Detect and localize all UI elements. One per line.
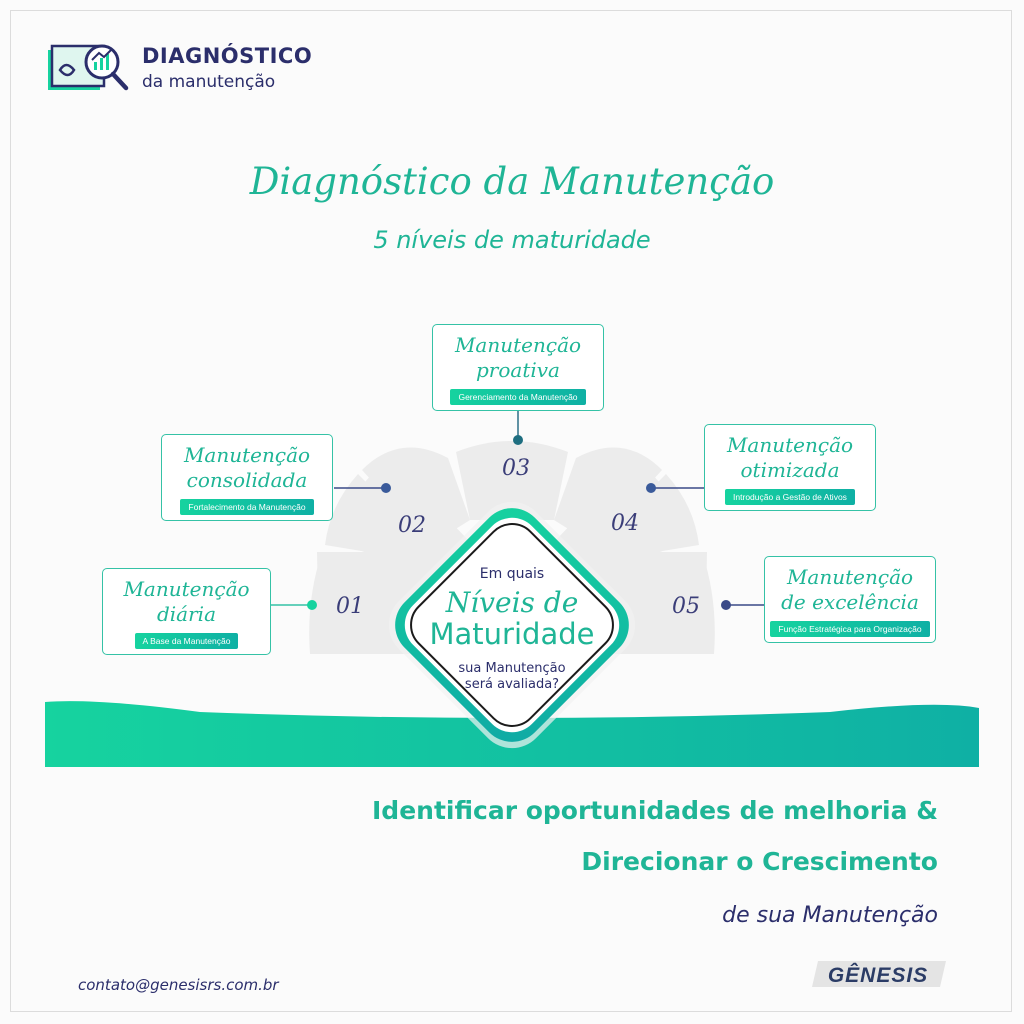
page-subtitle: 5 níveis de maturidade (373, 226, 651, 254)
page-title: Diagnóstico da Manutenção (249, 160, 775, 203)
diagnosis-logo-icon (48, 44, 129, 91)
level-tag-02: Fortalecimento da Manutenção (180, 499, 314, 515)
bottom-subline: de sua Manutenção (722, 903, 938, 928)
connector-dot-04 (646, 483, 656, 493)
logo-title: DIAGNÓSTICO (142, 44, 313, 68)
center-foot-line1: sua Manutenção (458, 661, 566, 676)
segment-number-04: 04 (611, 511, 639, 536)
segment-number-05: 05 (672, 594, 700, 619)
segment-number-03: 03 (502, 456, 530, 481)
center-foot-line2: será avaliada? (464, 677, 560, 692)
connector-dot-03 (513, 435, 523, 445)
contact-email: contato@genesisrs.com.br (78, 976, 279, 994)
connector-dot-05 (721, 600, 731, 610)
center-title-line1: Níveis de (445, 586, 579, 619)
center-title-line2: Maturidade (429, 617, 595, 651)
center-intro: Em quais (479, 566, 545, 582)
center-diamond (388, 501, 636, 749)
bottom-headline-1: Identificar oportunidades de melhoria & (372, 796, 938, 825)
connector-dot-02 (381, 483, 391, 493)
level-tag-03: Gerenciamento da Manutenção (450, 389, 586, 405)
connector-dot-01 (307, 600, 317, 610)
segment-03 (456, 441, 568, 520)
genesis-brand-logo: GÊNESIS (812, 961, 946, 987)
logo-subtitle: da manutenção (142, 72, 276, 92)
segment-number-01: 01 (336, 594, 364, 619)
level-tag-05: Função Estratégica para Organização (770, 621, 930, 637)
svg-text:GÊNESIS: GÊNESIS (828, 963, 928, 987)
bottom-headline-2: Direcionar o Crescimento (581, 847, 938, 876)
level-tag-01: A Base da Manutenção (134, 633, 239, 649)
segment-number-02: 02 (398, 513, 426, 538)
level-tag-04: Introdução a Gestão de Ativos (725, 489, 855, 505)
